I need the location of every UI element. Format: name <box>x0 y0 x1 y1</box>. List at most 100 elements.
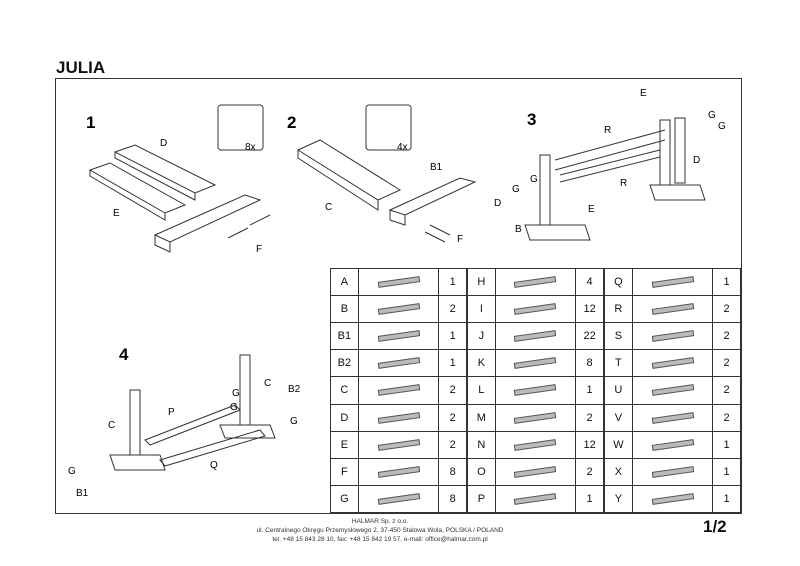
part-illustration <box>651 357 694 370</box>
label-d: D <box>494 198 501 209</box>
footer: HALMAR Sp. z o.o. ul. Centralnego Okręgu… <box>200 517 560 544</box>
label-e: E <box>588 204 595 215</box>
part-id: N <box>465 430 496 459</box>
label-g: G <box>530 174 538 185</box>
part-image <box>631 430 714 459</box>
part-image <box>357 295 440 324</box>
label-b1: B1 <box>76 488 89 499</box>
part-illustration <box>514 465 557 478</box>
step-number: 2 <box>287 113 296 132</box>
part-illustration <box>514 438 557 451</box>
label-f: F <box>457 234 463 245</box>
part-illustration <box>514 330 557 343</box>
part-illustration <box>377 330 420 343</box>
step-number: 1 <box>86 113 95 132</box>
part-image <box>631 349 714 378</box>
part-id: B <box>330 295 359 324</box>
part-image <box>631 403 714 432</box>
part-id: L <box>465 376 496 405</box>
label-b2: B2 <box>288 384 301 395</box>
part-quantity: 1 <box>438 267 468 297</box>
part-illustration <box>377 357 420 370</box>
step-1-diagram: 1 D E F 8x <box>86 104 271 255</box>
part-quantity: 8 <box>575 349 605 378</box>
part-image <box>357 376 440 405</box>
part-illustration <box>514 493 557 505</box>
part-image <box>494 457 577 486</box>
step-number: 3 <box>527 110 536 129</box>
part-quantity: 12 <box>575 430 605 459</box>
part-image <box>494 484 577 514</box>
part-image <box>357 484 440 514</box>
part-image <box>357 322 440 351</box>
part-id: O <box>465 457 496 486</box>
part-image <box>494 403 577 432</box>
part-quantity: 1 <box>438 349 468 378</box>
label-g: G <box>290 416 298 427</box>
part-id: E <box>330 430 359 459</box>
part-quantity: 2 <box>575 457 605 486</box>
label-c: C <box>325 202 332 213</box>
part-id: P <box>465 484 496 514</box>
label-b: B <box>515 224 522 235</box>
part-quantity: 1 <box>575 376 605 405</box>
part-illustration <box>377 384 420 397</box>
part-image <box>357 349 440 378</box>
label-c: C <box>264 378 271 389</box>
part-illustration <box>377 303 420 316</box>
label-g: G <box>232 388 240 399</box>
part-id: S <box>602 322 633 351</box>
part-image <box>494 430 577 459</box>
part-illustration <box>651 438 694 451</box>
part-quantity: 8 <box>438 457 468 486</box>
step-2-diagram: 2 C B1 F 4x <box>287 104 477 245</box>
part-id: B2 <box>330 349 359 378</box>
part-id: F <box>330 457 359 486</box>
part-illustration <box>651 384 694 397</box>
part-image <box>631 457 714 486</box>
part-id: Y <box>602 484 633 514</box>
part-illustration <box>651 493 694 505</box>
part-id: J <box>465 322 496 351</box>
part-illustration <box>651 465 694 478</box>
part-id: A <box>330 267 359 297</box>
label-g: G <box>230 402 238 413</box>
part-quantity: 2 <box>438 295 468 324</box>
part-id: B1 <box>330 322 359 351</box>
part-image <box>494 349 577 378</box>
part-quantity: 1 <box>712 430 741 459</box>
step-4-diagram: 4 C P G C B2 G G Q G B1 <box>68 345 301 499</box>
step-number: 4 <box>119 345 129 364</box>
part-image <box>357 430 440 459</box>
part-illustration <box>377 276 420 288</box>
label-c: C <box>108 420 115 431</box>
part-illustration <box>377 493 420 505</box>
company-name: HALMAR Sp. z o.o. <box>351 518 409 525</box>
label-f: F <box>256 244 262 255</box>
part-quantity: 2 <box>438 403 468 432</box>
part-quantity: 1 <box>712 484 741 514</box>
part-id: C <box>330 376 359 405</box>
part-id: H <box>465 267 496 297</box>
label-r: R <box>620 178 627 189</box>
svg-text:E: E <box>640 88 647 99</box>
part-image <box>357 457 440 486</box>
part-id: V <box>602 403 633 432</box>
label-g: G <box>718 121 726 132</box>
part-quantity: 2 <box>575 403 605 432</box>
label-8x: 8x <box>245 142 256 153</box>
part-image <box>631 376 714 405</box>
part-illustration <box>651 411 694 424</box>
company-address: ul. Centralnego Okręgu Przemysłowego 2, … <box>256 527 504 534</box>
part-illustration <box>651 276 694 288</box>
part-illustration <box>377 411 420 424</box>
part-quantity: 2 <box>712 295 741 324</box>
part-id: Q <box>602 267 633 297</box>
